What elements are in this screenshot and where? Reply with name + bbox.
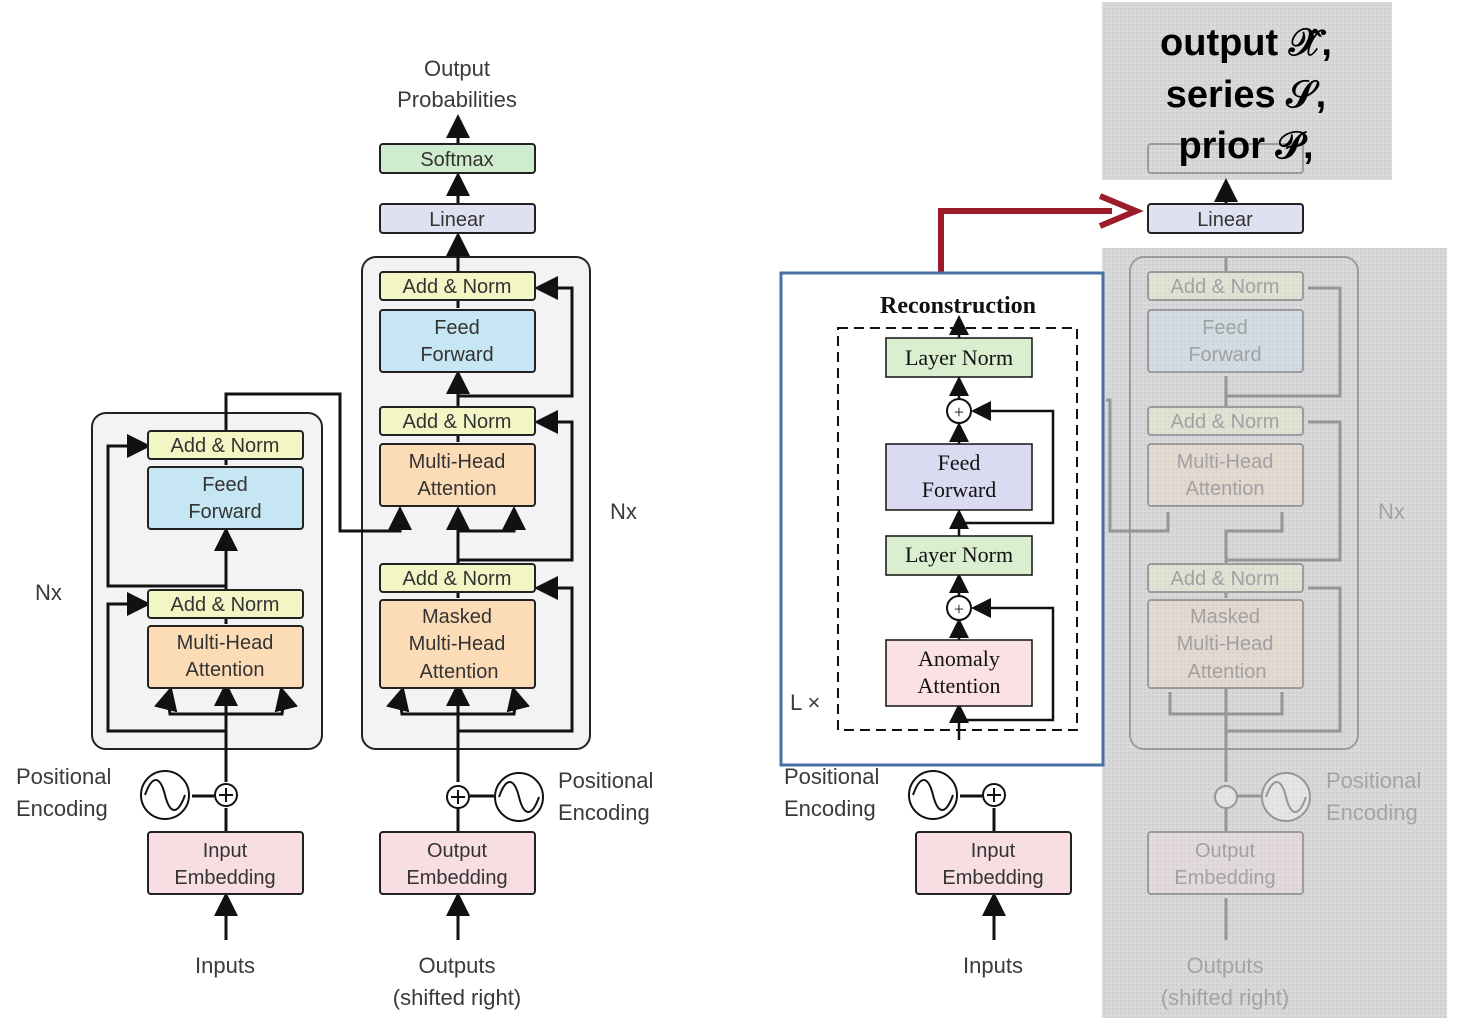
enc-add-norm-1-label: Add & Norm	[171, 594, 280, 616]
series-symbol-line: series 𝒮,	[1166, 74, 1326, 116]
faded-pos-2: Encoding	[1326, 800, 1418, 825]
dec-mha-label-1: Multi-Head	[409, 451, 506, 473]
svg-text:+: +	[954, 402, 964, 422]
right-input-embedding-block	[915, 831, 1072, 895]
linear-label: Linear	[429, 209, 485, 231]
right-input-emb-1: Input	[971, 840, 1016, 862]
recon-layer-norm-bottom-label: Layer Norm	[905, 542, 1013, 567]
faded-nx: Nx	[1378, 499, 1405, 524]
enc-pos-label-1: Positional	[16, 764, 111, 789]
faded-outputs-1: Outputs	[1186, 953, 1263, 978]
right-pos-2: Encoding	[784, 796, 876, 821]
greyed-decoder-panel	[1102, 248, 1447, 1018]
output-prob-title-1: Output	[424, 56, 490, 81]
red-arrow	[938, 208, 1112, 272]
faded-mha-2: Attention	[1186, 478, 1265, 500]
encoder-stack	[91, 412, 323, 750]
faded-out-emb-1: Output	[1195, 840, 1255, 862]
enc-multi-head-attention	[147, 625, 304, 689]
faded-add-norm-1: Add & Norm	[1171, 568, 1280, 590]
recon-ff-label-2: Forward	[922, 477, 997, 502]
recon-plus-upper-icon	[946, 398, 972, 424]
faded-add-norm-3: Add & Norm	[1171, 276, 1280, 298]
enc-feed-forward	[147, 466, 304, 530]
decoder-nx-label: Nx	[610, 499, 637, 524]
softmax-block	[379, 143, 536, 174]
dec-add-norm-2	[379, 406, 536, 436]
enc-mha-label-1: Multi-Head	[177, 632, 274, 654]
enc-pos-label-2: Encoding	[16, 796, 108, 821]
masked-label-2: Multi-Head	[409, 633, 506, 655]
faded-pos-1: Positional	[1326, 768, 1421, 793]
dec-pos-label-1: Positional	[558, 768, 653, 793]
dec-add-norm-3	[379, 271, 536, 301]
linear-block	[379, 203, 536, 234]
input-emb-label-1: Input	[203, 840, 248, 862]
output-emb-label-2: Embedding	[406, 867, 507, 889]
outputs-label-2: (shifted right)	[393, 985, 521, 1010]
reconstruction-title: Reconstruction	[880, 293, 1036, 319]
faded-ff-1: Feed	[1202, 317, 1248, 339]
faded-masked-3: Attention	[1188, 661, 1267, 683]
enc-ff-label-2: Forward	[188, 501, 261, 523]
left-transformer: Output Probabilities Softmax Linear Add …	[16, 56, 653, 1010]
output-emb-label-1: Output	[427, 840, 487, 862]
encoder-nx-label: Nx	[35, 580, 62, 605]
masked-label-3: Attention	[420, 661, 499, 683]
enc-mha-label-2: Attention	[186, 659, 265, 681]
enc-ff-label-1: Feed	[202, 474, 248, 496]
enc-add-norm-2-label: Add & Norm	[171, 435, 280, 457]
faded-masked-1: Masked	[1190, 606, 1260, 628]
faded-mha-1: Multi-Head	[1177, 451, 1274, 473]
output-symbol-line: output 𝒳̂,	[1160, 22, 1332, 64]
right-linear-block	[1147, 203, 1304, 234]
svg-text:+: +	[954, 599, 964, 619]
right-linear-label: Linear	[1197, 209, 1253, 231]
recon-ff-label-1: Feed	[938, 450, 981, 475]
input-embedding-block	[147, 831, 304, 895]
faded-outputs-2: (shifted right)	[1161, 985, 1289, 1010]
output-prob-title-2: Probabilities	[397, 87, 517, 112]
dec-add-norm-1-label: Add & Norm	[403, 568, 512, 590]
dec-add-norm-2-label: Add & Norm	[403, 411, 512, 433]
faded-add-norm-2: Add & Norm	[1171, 411, 1280, 433]
lx-label: L ×	[790, 690, 820, 715]
dec-add-norm-3-label: Add & Norm	[403, 276, 512, 298]
right-input-emb-2: Embedding	[942, 867, 1043, 889]
recon-layer-norm-top-label: Layer Norm	[905, 345, 1013, 370]
right-inputs-label: Inputs	[963, 953, 1023, 978]
dec-ff-label-2: Forward	[420, 344, 493, 366]
softmax-label: Softmax	[420, 149, 493, 171]
recon-anomaly-label-1: Anomaly	[918, 646, 1000, 671]
input-emb-label-2: Embedding	[174, 867, 275, 889]
recon-layer-norm-bottom	[885, 535, 1033, 576]
dec-mha-label-2: Attention	[418, 478, 497, 500]
right-pos-1: Positional	[784, 764, 879, 789]
masked-label-1: Masked	[422, 606, 492, 628]
recon-plus-lower-icon	[946, 595, 972, 621]
greyed-output-panel	[1102, 2, 1392, 180]
outputs-label-1: Outputs	[418, 953, 495, 978]
faded-ff-2: Forward	[1188, 344, 1261, 366]
dec-multi-head-attention	[379, 443, 536, 507]
recon-anomaly-attention	[885, 639, 1033, 707]
dec-ff-label-1: Feed	[434, 317, 480, 339]
output-embedding-block	[379, 831, 536, 895]
enc-add-norm-1	[147, 589, 304, 619]
recon-anomaly-label-2: Attention	[917, 673, 1000, 698]
prior-symbol-line: prior 𝒫,	[1178, 125, 1313, 167]
recon-layer-norm-top	[885, 337, 1033, 378]
inputs-label: Inputs	[195, 953, 255, 978]
dec-add-norm-1	[379, 563, 536, 593]
dec-masked-attention	[379, 599, 536, 689]
right-variant: Add & Norm Feed Forward Add & Norm Multi…	[779, 2, 1447, 1018]
dec-pos-label-2: Encoding	[558, 800, 650, 825]
faded-masked-2: Multi-Head	[1177, 633, 1274, 655]
faded-out-emb-2: Embedding	[1174, 867, 1275, 889]
recon-feed-forward	[885, 443, 1033, 511]
dec-feed-forward	[379, 309, 536, 373]
enc-add-norm-2	[147, 430, 304, 460]
